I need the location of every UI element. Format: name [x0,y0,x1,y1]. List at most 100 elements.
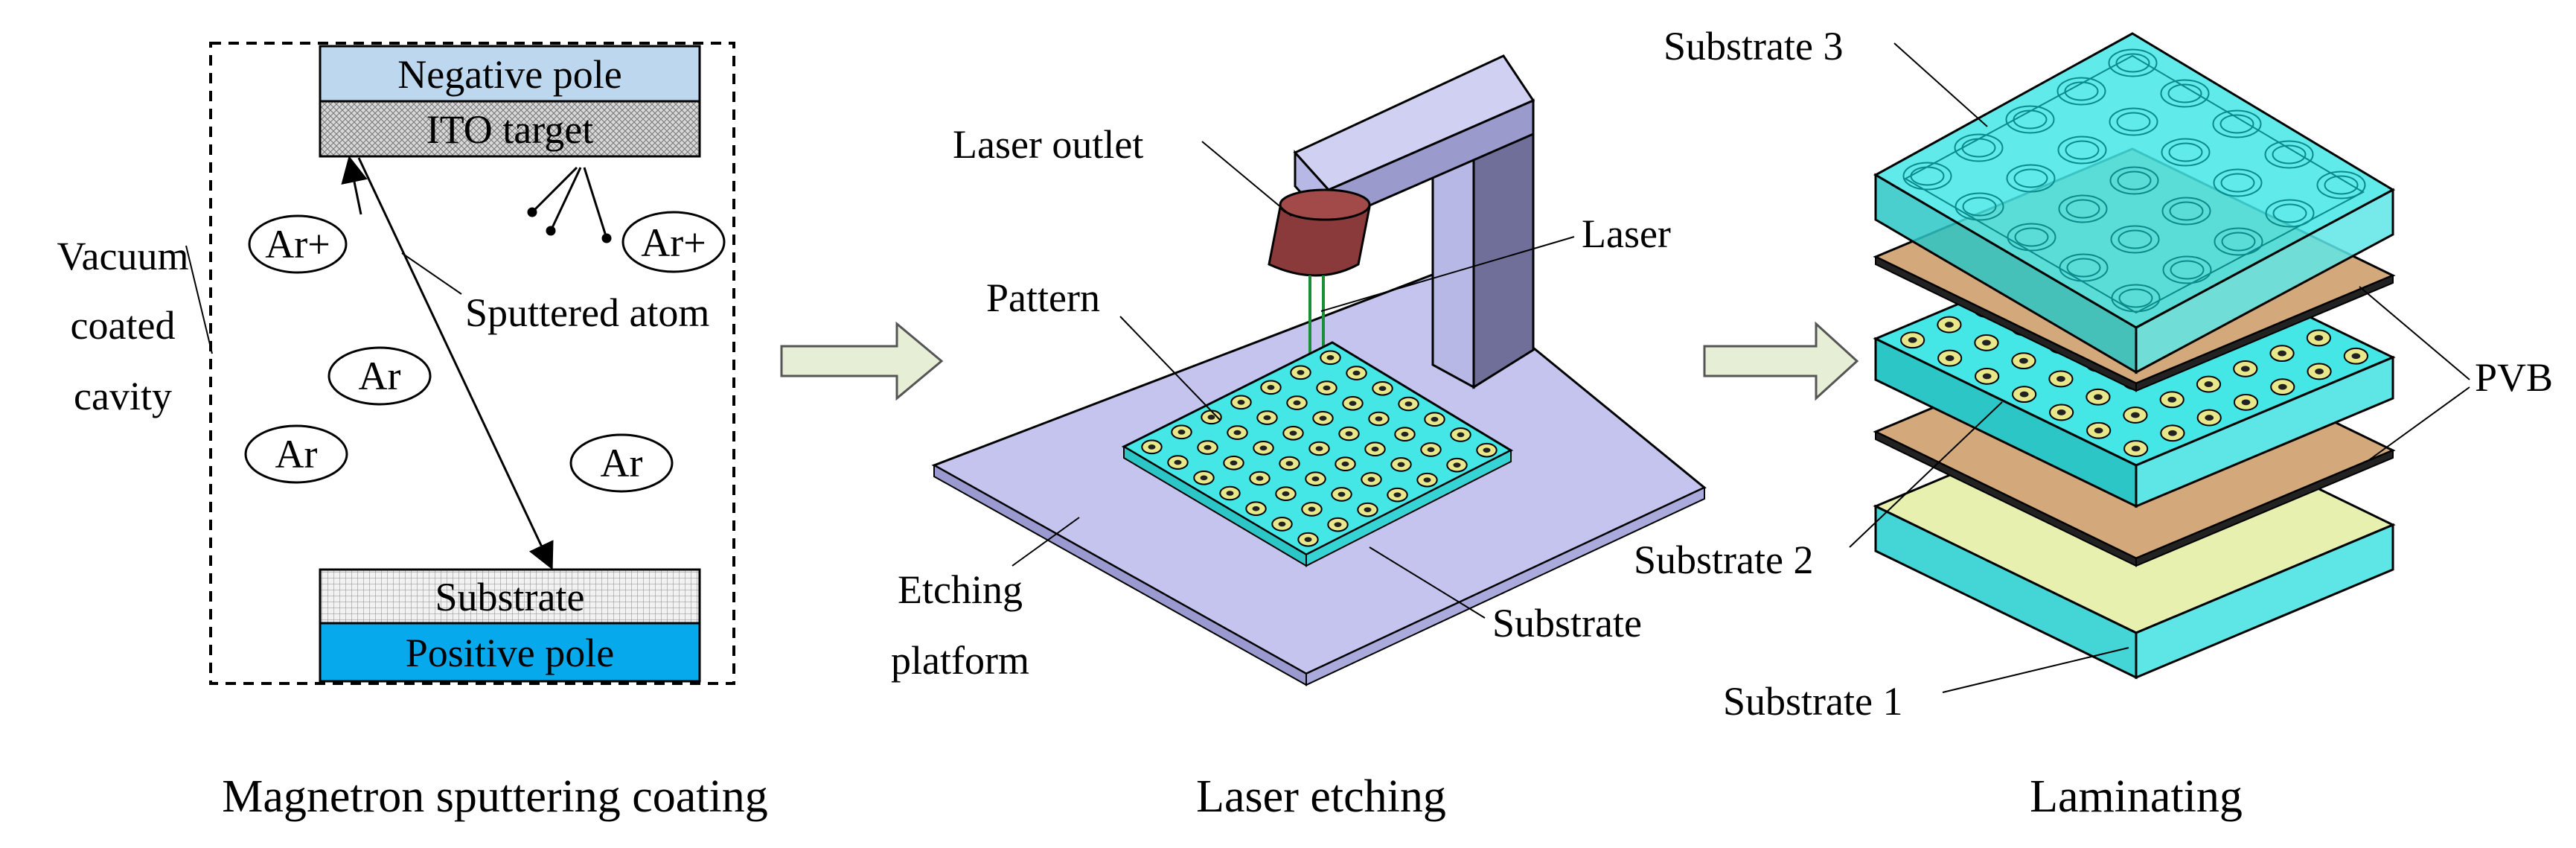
ar-plus-ion [248,214,348,274]
pattern-ring [2265,199,2315,228]
pattern-ring [2109,107,2158,136]
pattern-ring [2116,112,2151,132]
ejected-atoms [527,166,612,243]
negative-pole-plate [319,45,701,103]
pattern-ring [2118,288,2153,308]
pattern-ring [2264,140,2314,169]
pattern-dot-center [1308,506,1316,512]
pattern-dot-center [1177,430,1186,435]
pattern-dot-center [2094,394,2103,401]
pattern-ring [2013,109,2048,130]
sputtering-panel: Negative pole ITO target Substrate Posit… [57,42,768,822]
etched-substrate-leader [1369,546,1486,619]
pattern-dot-center [1378,386,1387,392]
pattern-leader [1119,316,1221,421]
pattern-dot-center [1259,445,1268,451]
pattern-dot-center [2240,366,2250,372]
pattern-dot-center [1401,431,1409,437]
pattern-dot-center [1982,339,1991,346]
pattern-dot-center [1404,401,1413,407]
pattern-ring [2167,83,2202,103]
pattern-ring [2170,260,2205,280]
pattern-dot-center [2314,335,2324,341]
pattern-ring [2316,170,2366,200]
pattern-dot-center [1237,400,1245,405]
ito-target-label: ITO target [426,107,593,152]
pattern-dot-center [1311,476,1320,482]
pattern-dot-center [1334,522,1342,527]
laser-outlet-leader [1201,141,1292,217]
ar-label: Ar [601,441,643,485]
pattern-ring [2110,225,2160,254]
pattern-ring [2059,253,2109,282]
pattern-dot-center [1278,521,1286,527]
ar-label: Ar [359,354,401,398]
pattern-dot-center [2056,409,2066,415]
pattern-dot-center [1341,461,1349,467]
substrate-1-label: Substrate 1 [1723,679,1902,724]
etching-panel: Laser outlet Laser Pattern Substrate Etc… [891,54,1707,822]
pattern-dot-center [1393,492,1402,497]
vacuum-label-line3: cavity [74,374,172,418]
pattern-dot-center [1289,430,1297,436]
pattern-dot-center [1457,432,1465,438]
pattern-dot-center [1345,431,1353,436]
pattern-ring [2064,81,2099,101]
laser-leader [1320,236,1575,312]
etching-caption: Laser etching [1196,771,1446,822]
pattern-ring [2213,168,2263,197]
sputtering-caption: Magnetron sputtering coating [222,771,768,822]
pattern-ring [2056,77,2106,106]
pattern-dot-center [1423,477,1431,482]
substrate-1-leader [1942,647,2129,693]
pattern-dot-center [1349,401,1357,407]
substrate-label: Substrate [435,575,585,619]
pvb-leader-lower [2366,386,2470,462]
pattern-dot-center [2019,357,2028,364]
platform-label-line1: Etching [898,567,1023,612]
pattern-dot-center [1315,446,1323,451]
pattern-dot-center [1364,507,1372,512]
pattern-dot-center [1427,447,1435,453]
pattern-dot-center [1945,322,1954,328]
pattern-dot-center [1453,462,1461,468]
ar-plus-label: Ar+ [265,222,330,267]
pattern-dots [1141,350,1498,547]
pattern-dot-center [2351,353,2361,360]
ar-atom [244,424,348,484]
pattern-ring [2058,194,2108,223]
pattern-ring [2169,201,2204,221]
pattern-ring [2162,255,2212,284]
pattern-dot-center [1233,430,1241,436]
ar-atom [327,346,432,406]
sputtered-atom-path [357,157,554,570]
pattern-ring [2111,284,2161,313]
top-rings [1902,48,2366,313]
pattern-ring [2272,203,2307,223]
pattern-dot-center [1352,370,1361,376]
pattern-dot-center [1200,475,1208,481]
pattern-dot-center [2168,430,2177,436]
pattern-dot-center [1293,400,1301,406]
pattern-ring [2014,227,2049,247]
ito-target-plate [319,100,701,158]
pattern-dot-center [2131,445,2141,452]
pattern-dot-center [1256,476,1264,481]
pattern-dot-center [1304,537,1312,542]
pattern-ring [2066,258,2101,278]
pattern-ring [2005,105,2055,134]
pattern-ring [2220,173,2255,193]
pattern-dot-center [2241,399,2251,406]
etched-substrate [1121,341,1514,567]
vacuum-chamber [209,42,735,685]
pattern-ring [1955,192,2004,221]
pattern-dot-center [1297,370,1305,375]
pvb-label: PVB [2475,355,2553,400]
substrate-2-label: Substrate 2 [1634,538,1813,582]
pattern-ring [2006,164,2056,193]
pattern-dot-center [1204,444,1212,450]
pattern-dot-center [2204,381,2214,387]
pattern-ring [2221,232,2256,252]
pattern-dot-center [1431,416,1439,422]
ar-label: Ar [275,432,318,476]
